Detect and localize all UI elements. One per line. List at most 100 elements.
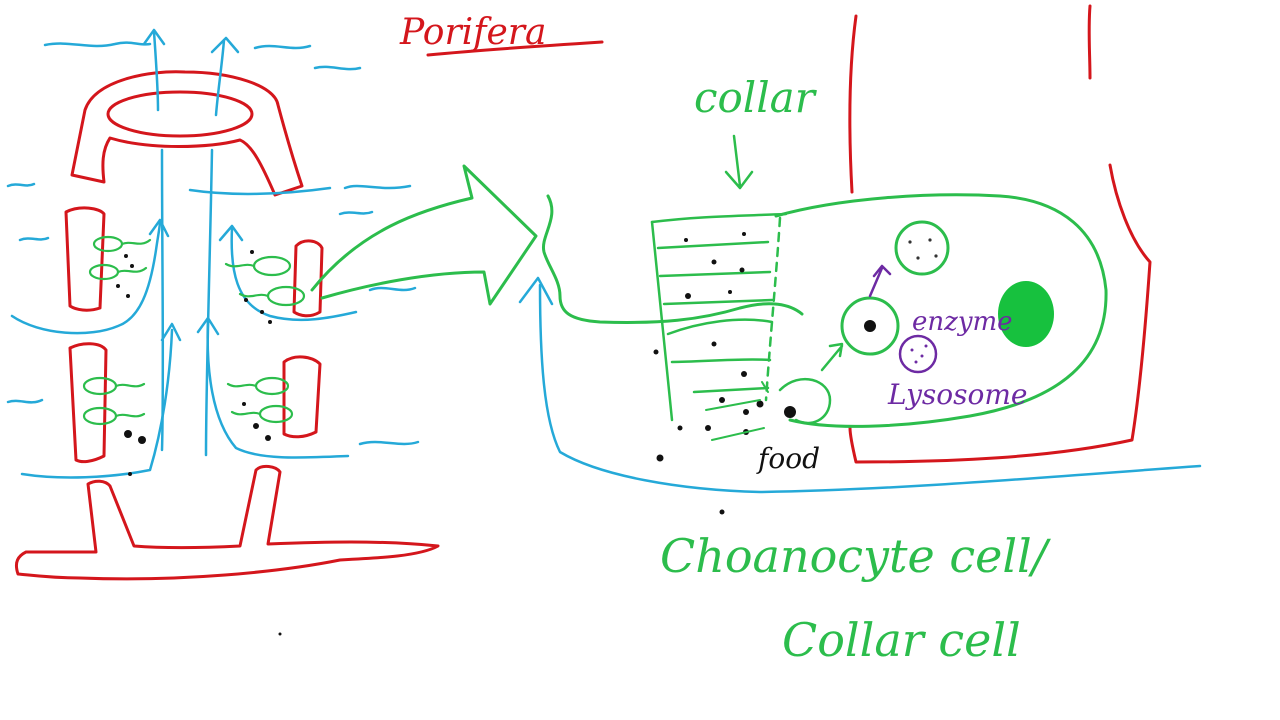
spongocoel-left [160, 148, 165, 452]
title-underline [426, 40, 604, 57]
digestive-vacuole [840, 296, 900, 356]
food-dot [653, 349, 659, 355]
flagellum [541, 194, 804, 324]
food-dot [742, 232, 746, 236]
label-food: food [756, 442, 820, 475]
lysosome-enzymes [910, 344, 928, 364]
food-dot [916, 256, 920, 260]
food-dot [253, 423, 259, 429]
food-dot [128, 472, 132, 476]
food-dot [719, 397, 725, 403]
water-wave [358, 440, 420, 446]
residual-vacuole [894, 220, 950, 276]
collar-edge [764, 216, 782, 402]
microvillus [658, 270, 772, 278]
food-dot [743, 409, 749, 415]
food-intake-arrows [705, 381, 769, 441]
cell-body [774, 193, 1108, 428]
nucleus [998, 281, 1054, 347]
food-dot [705, 425, 711, 431]
caption-line2: Collar cell [782, 613, 1021, 667]
chamber-outline [188, 186, 332, 196]
osculum-outer [70, 70, 304, 197]
left-wall-lower [68, 342, 108, 464]
intake-arrow [711, 427, 765, 441]
enzyme-dot [910, 348, 914, 352]
spongocoel-right [204, 148, 214, 457]
water-wave [338, 210, 374, 216]
microvillus [692, 386, 770, 394]
collar-pointer-arrow [724, 134, 754, 190]
water-wave [253, 44, 312, 50]
food-dot [711, 341, 717, 347]
sponge-body [14, 70, 440, 581]
food-dot [130, 264, 134, 268]
neighbor-wall [848, 14, 858, 194]
neighbor-wall [1087, 4, 1092, 80]
food-dot [278, 632, 282, 636]
enzyme-dot [914, 360, 918, 364]
food-dot [244, 298, 248, 302]
water-wave [6, 182, 36, 188]
food-dot [739, 267, 745, 273]
vacuole-group [820, 220, 950, 372]
water-wave [343, 184, 412, 190]
sponge-base [14, 464, 440, 581]
enzyme-dot [924, 344, 928, 348]
transport-arrow [820, 342, 844, 372]
mini-choanocyte [258, 404, 294, 424]
flow-arrowhead [148, 218, 170, 238]
food-dot [684, 238, 688, 242]
food-dot [741, 371, 747, 377]
lysosome [898, 334, 938, 374]
flow-under-cell [538, 283, 1202, 494]
mini-flagellum [224, 262, 256, 268]
vacuole-food [864, 320, 876, 332]
left-wall-upper [64, 206, 106, 312]
food-dot [656, 454, 664, 462]
food-dot [124, 430, 132, 438]
zoom-arrow [310, 164, 538, 306]
intake-arrow [761, 381, 769, 393]
food-dot [116, 284, 120, 288]
food-dot [728, 290, 732, 294]
food-particles-chambers [116, 250, 282, 636]
collar-outline [650, 212, 788, 224]
mini-flagellum [116, 266, 148, 274]
osculum-inner [106, 90, 254, 138]
labels: collar enzyme Lysosome food Choanocyte c… [660, 73, 1052, 667]
food-dot [677, 425, 683, 431]
water-wave [18, 236, 50, 242]
food-dot [934, 254, 938, 258]
neighbor-cells [848, 4, 1152, 464]
food-dot [265, 435, 271, 441]
food-dot [711, 259, 717, 265]
flow-arrowhead [518, 276, 554, 306]
food-dot [250, 250, 254, 254]
mini-flagellum [226, 382, 258, 388]
food-dot [756, 400, 764, 408]
microvillus [670, 358, 772, 364]
mini-choanocyte [92, 235, 124, 253]
food-dot [928, 238, 932, 242]
chamber-outline [230, 226, 358, 322]
mini-choanocyte [266, 285, 306, 307]
food-dot [242, 402, 246, 406]
flow-arrowhead [160, 322, 182, 342]
enzyme-dot [920, 354, 924, 358]
right-wall-lower [282, 355, 322, 439]
food-dot [268, 320, 272, 324]
collar-structure [650, 212, 788, 422]
chamber-outline [206, 318, 350, 459]
food-dot [685, 293, 691, 299]
label-enzyme: enzyme [912, 307, 1013, 337]
label-lysosome: Lysosome [887, 378, 1028, 411]
food-vacuole-forming [778, 378, 832, 425]
caption-line1: Choanocyte cell/ [660, 529, 1052, 583]
food-dot [719, 509, 725, 515]
food-dot [138, 436, 146, 444]
water-wave [313, 65, 362, 71]
water-wave [368, 286, 417, 292]
food-dot [126, 294, 130, 298]
title-group: Porifera [399, 12, 604, 57]
